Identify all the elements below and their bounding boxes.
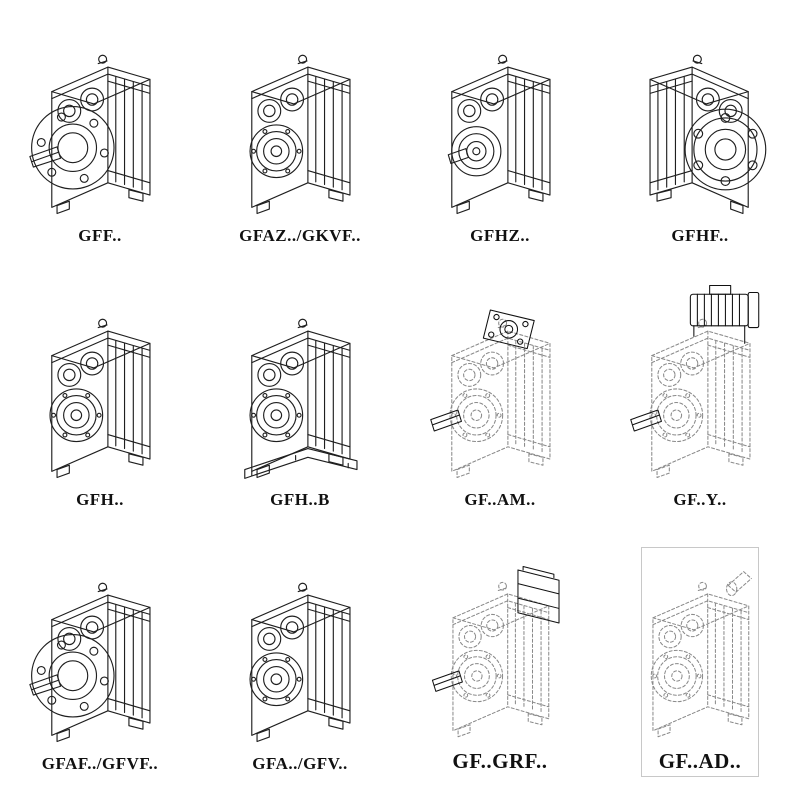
model-label: GF..Y..	[673, 490, 727, 509]
model-label: GF..AM..	[464, 490, 536, 509]
model-label: GFA../GFV..	[252, 754, 348, 773]
model-label: GFAF../GFVF..	[41, 754, 159, 773]
gearbox-drawing	[14, 546, 186, 752]
model-label: GF..GRF..	[452, 749, 548, 773]
model-label: GFAZ../GKVF..	[239, 226, 361, 245]
catalog-cell: GFHF..	[640, 18, 760, 250]
gearbox-drawing	[614, 18, 786, 224]
catalog-cell: GFF..	[40, 18, 160, 250]
gearbox-drawing	[614, 282, 786, 488]
catalog-cell: GFH..B	[240, 282, 360, 514]
catalog-cell: GF..Y..	[640, 282, 760, 514]
gearbox-drawing	[14, 282, 186, 488]
gearbox-drawing	[214, 282, 386, 488]
gearbox-drawing	[414, 282, 586, 488]
catalog-cell: GFAF../GFVF..	[40, 546, 160, 778]
model-label: GFHZ..	[470, 226, 530, 245]
gearbox-drawing	[414, 546, 586, 747]
model-label: GFHF..	[671, 226, 729, 245]
catalog-cell: GF..GRF..	[440, 546, 560, 778]
catalog-cell: GFA../GFV..	[240, 546, 360, 778]
model-label: GFH..	[76, 490, 124, 509]
gearbox-drawing	[614, 546, 786, 747]
gearbox-drawing	[14, 18, 186, 224]
catalog-cell: GF..AM..	[440, 282, 560, 514]
catalog-cell: GF..AD..	[640, 546, 760, 778]
catalog-cell: GFH..	[40, 282, 160, 514]
gearbox-drawing	[214, 18, 386, 224]
model-label: GFF..	[78, 226, 122, 245]
gearbox-drawing	[414, 18, 586, 224]
catalog-cell: GFHZ..	[440, 18, 560, 250]
model-label: GFH..B	[270, 490, 330, 509]
gearbox-drawing	[214, 546, 386, 752]
model-label: GF..AD..	[658, 749, 742, 773]
catalog-cell: GFAZ../GKVF..	[239, 18, 361, 250]
